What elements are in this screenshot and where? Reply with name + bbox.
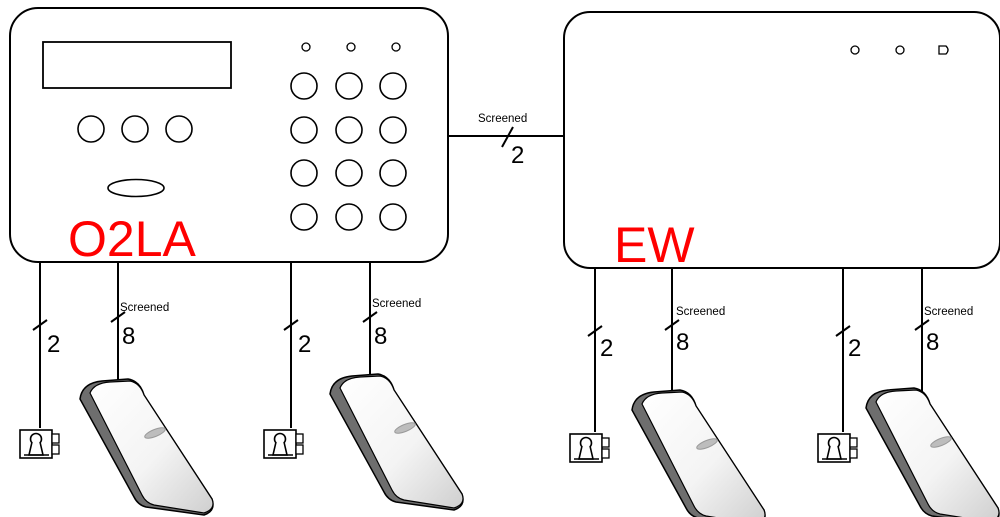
- function-buttons: [77, 115, 193, 143]
- lcd-display: [42, 41, 232, 89]
- electric-lock-icon: [817, 433, 858, 463]
- lock-wire-count: 2: [298, 331, 311, 358]
- status-leds: [301, 42, 401, 52]
- electric-lock-icon: [569, 433, 610, 463]
- electric-lock-icon: [263, 429, 304, 459]
- controller-name: O2LA: [68, 211, 197, 267]
- controller-port-1: 2 Screened 8: [19, 262, 214, 516]
- reader-cable-label: Screened: [676, 306, 725, 318]
- reader-wire-count: 8: [676, 329, 689, 356]
- lock-wire-count: 2: [600, 335, 613, 362]
- card-reader-icon: [79, 378, 214, 516]
- keypad: [290, 72, 407, 231]
- card-reader-icon: [631, 389, 766, 517]
- reader-wire-count: 8: [374, 323, 387, 350]
- controller-panel: O2LA: [9, 7, 449, 267]
- reader-cable-label: Screened: [120, 302, 169, 314]
- card-reader-icon: [865, 387, 1000, 517]
- bus-link: Screened 2: [448, 113, 564, 169]
- expander-port-2: 2 Screened 8: [817, 268, 1000, 517]
- expander-name: EW: [614, 217, 695, 273]
- reader-cable-label: Screened: [372, 298, 421, 310]
- lock-wire-count: 2: [848, 335, 861, 362]
- expander-status-leds: [850, 45, 949, 55]
- controller-port-2: 2 Screened 8: [263, 262, 464, 511]
- card-reader-icon: [329, 373, 464, 511]
- reader-wire-count: 8: [122, 323, 135, 350]
- lock-wire-count: 2: [47, 331, 60, 358]
- bus-link-wires: 2: [511, 142, 524, 169]
- bus-link-label: Screened: [478, 113, 527, 125]
- reader-cable-label: Screened: [924, 306, 973, 318]
- card-slot: [107, 178, 165, 198]
- expander-port-1: 2 Screened 8: [569, 268, 766, 517]
- expander-panel: EW: [563, 11, 1000, 273]
- reader-wire-count: 8: [926, 329, 939, 356]
- electric-lock-icon: [19, 429, 60, 459]
